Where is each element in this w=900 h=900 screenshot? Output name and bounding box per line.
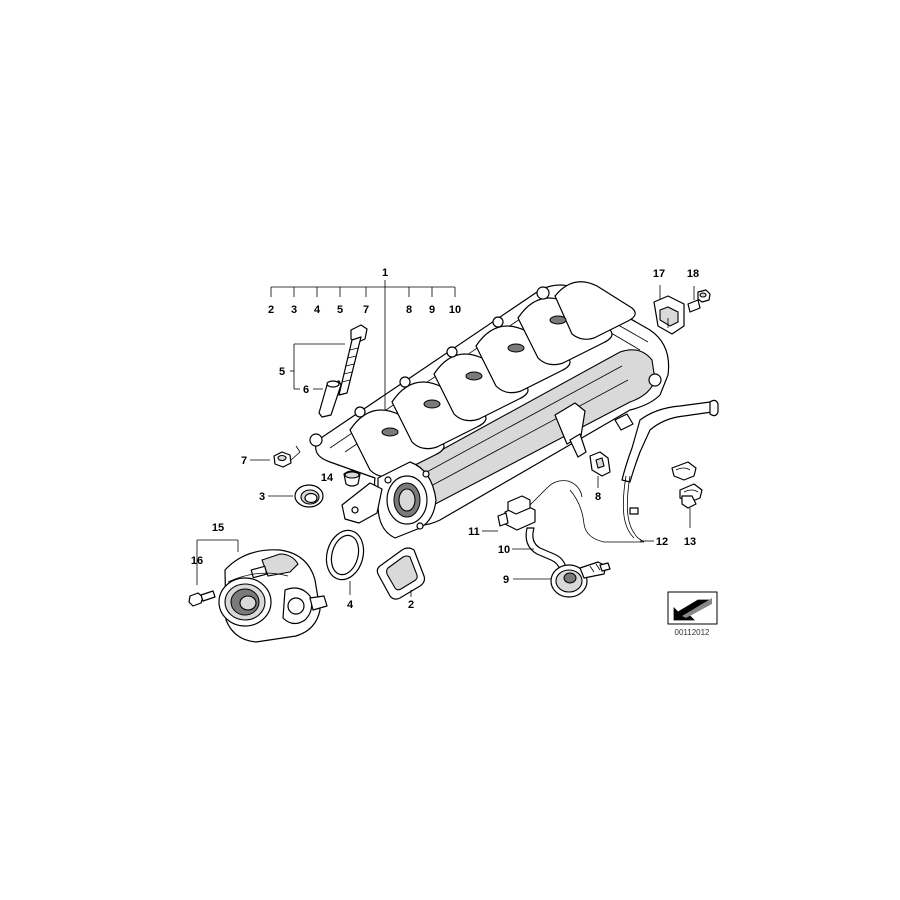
intake-manifold xyxy=(309,281,670,539)
label-1: 1 xyxy=(382,267,388,279)
group-label-8: 8 xyxy=(406,304,412,316)
group-label-3: 3 xyxy=(291,304,297,316)
arrow-shadow xyxy=(682,598,712,618)
throttle-flange xyxy=(377,461,437,539)
callout-1: 1 2 3 4 5 7 8 9 10 xyxy=(268,267,461,410)
throttle-body xyxy=(218,549,328,643)
label-8: 8 xyxy=(595,491,601,503)
label-5: 5 xyxy=(279,366,285,378)
label-17: 17 xyxy=(653,268,665,280)
grommet: 14 xyxy=(321,470,361,487)
label-16: 16 xyxy=(191,555,203,567)
label-7: 7 xyxy=(241,455,247,467)
group-label-5: 5 xyxy=(337,304,343,316)
hose-clips: 13 xyxy=(671,461,703,548)
label-3: 3 xyxy=(259,491,265,503)
solenoid-valve: 11 xyxy=(468,480,583,538)
breather-hose: 12 xyxy=(569,399,719,548)
mounting-clip: 8 xyxy=(589,451,611,503)
label-14: 14 xyxy=(321,472,334,484)
label-6: 6 xyxy=(303,384,309,396)
flange-bolt-bosses xyxy=(309,286,662,447)
label-10: 10 xyxy=(498,544,510,556)
label-9: 9 xyxy=(503,574,509,586)
label-4: 4 xyxy=(347,599,354,611)
gasket: 2 xyxy=(376,547,426,611)
group-label-2: 2 xyxy=(268,304,274,316)
label-2: 2 xyxy=(408,599,414,611)
label-12: 12 xyxy=(656,536,668,548)
callout-15-16: 15 16 xyxy=(191,522,239,585)
long-bolt xyxy=(338,324,368,396)
sensor-bracket: 17 xyxy=(653,268,685,335)
callout-5-6: 5 6 xyxy=(279,343,345,396)
bracket-screw: 18 xyxy=(687,268,711,313)
hex-nut: 7 xyxy=(241,445,301,468)
throttle-screw xyxy=(188,590,216,607)
label-13: 13 xyxy=(684,536,696,548)
sleeve-bolt xyxy=(318,380,342,418)
seal-ring: 3 xyxy=(259,484,324,508)
manifold-runners xyxy=(349,281,636,478)
label-18: 18 xyxy=(687,268,699,280)
o-ring: 4 xyxy=(325,529,365,611)
vacuum-actuator: 9 xyxy=(503,561,611,598)
label-15: 15 xyxy=(212,522,224,534)
manifold-ports xyxy=(381,315,567,437)
group-label-9: 9 xyxy=(429,304,435,316)
catalog-number: 00112012 xyxy=(675,628,711,637)
vacuum-hose: 10 xyxy=(498,527,567,571)
catalog-reference: 00112012 xyxy=(667,591,718,637)
group-label-10: 10 xyxy=(449,304,461,316)
label-11: 11 xyxy=(468,526,480,538)
group-label-4: 4 xyxy=(314,304,321,316)
group-label-7: 7 xyxy=(363,304,369,316)
